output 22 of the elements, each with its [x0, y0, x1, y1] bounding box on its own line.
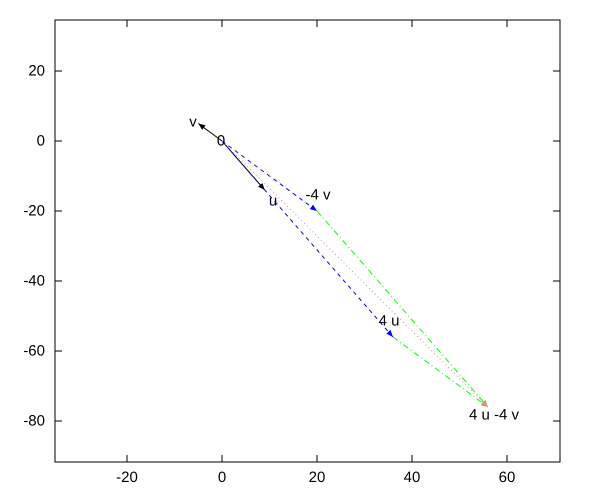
tick-label: 0 [218, 470, 226, 485]
tick-label: 20 [308, 470, 326, 485]
tick-label: -40 [23, 274, 45, 288]
tick-label: -60 [23, 344, 45, 358]
vector-label: u [268, 194, 278, 208]
tick-label: -20 [116, 470, 138, 485]
tick-label: 60 [498, 470, 516, 485]
tick-label: 20 [28, 64, 45, 78]
vector-label: v [189, 114, 197, 130]
vector-label: 4 u [378, 314, 400, 328]
tick-label: -20 [23, 204, 45, 218]
vector-label: 4 u -4 v [468, 408, 520, 422]
arrow [316, 210, 488, 408]
tick-label: 0 [36, 134, 45, 148]
tick-label: 40 [404, 470, 420, 485]
vector-label: -4 v [306, 188, 330, 202]
arrow [392, 336, 488, 408]
tick-label: -80 [23, 414, 45, 428]
arrow [222, 140, 394, 338]
arrow [198, 123, 222, 142]
arrow [222, 140, 318, 212]
arrow [222, 140, 488, 408]
